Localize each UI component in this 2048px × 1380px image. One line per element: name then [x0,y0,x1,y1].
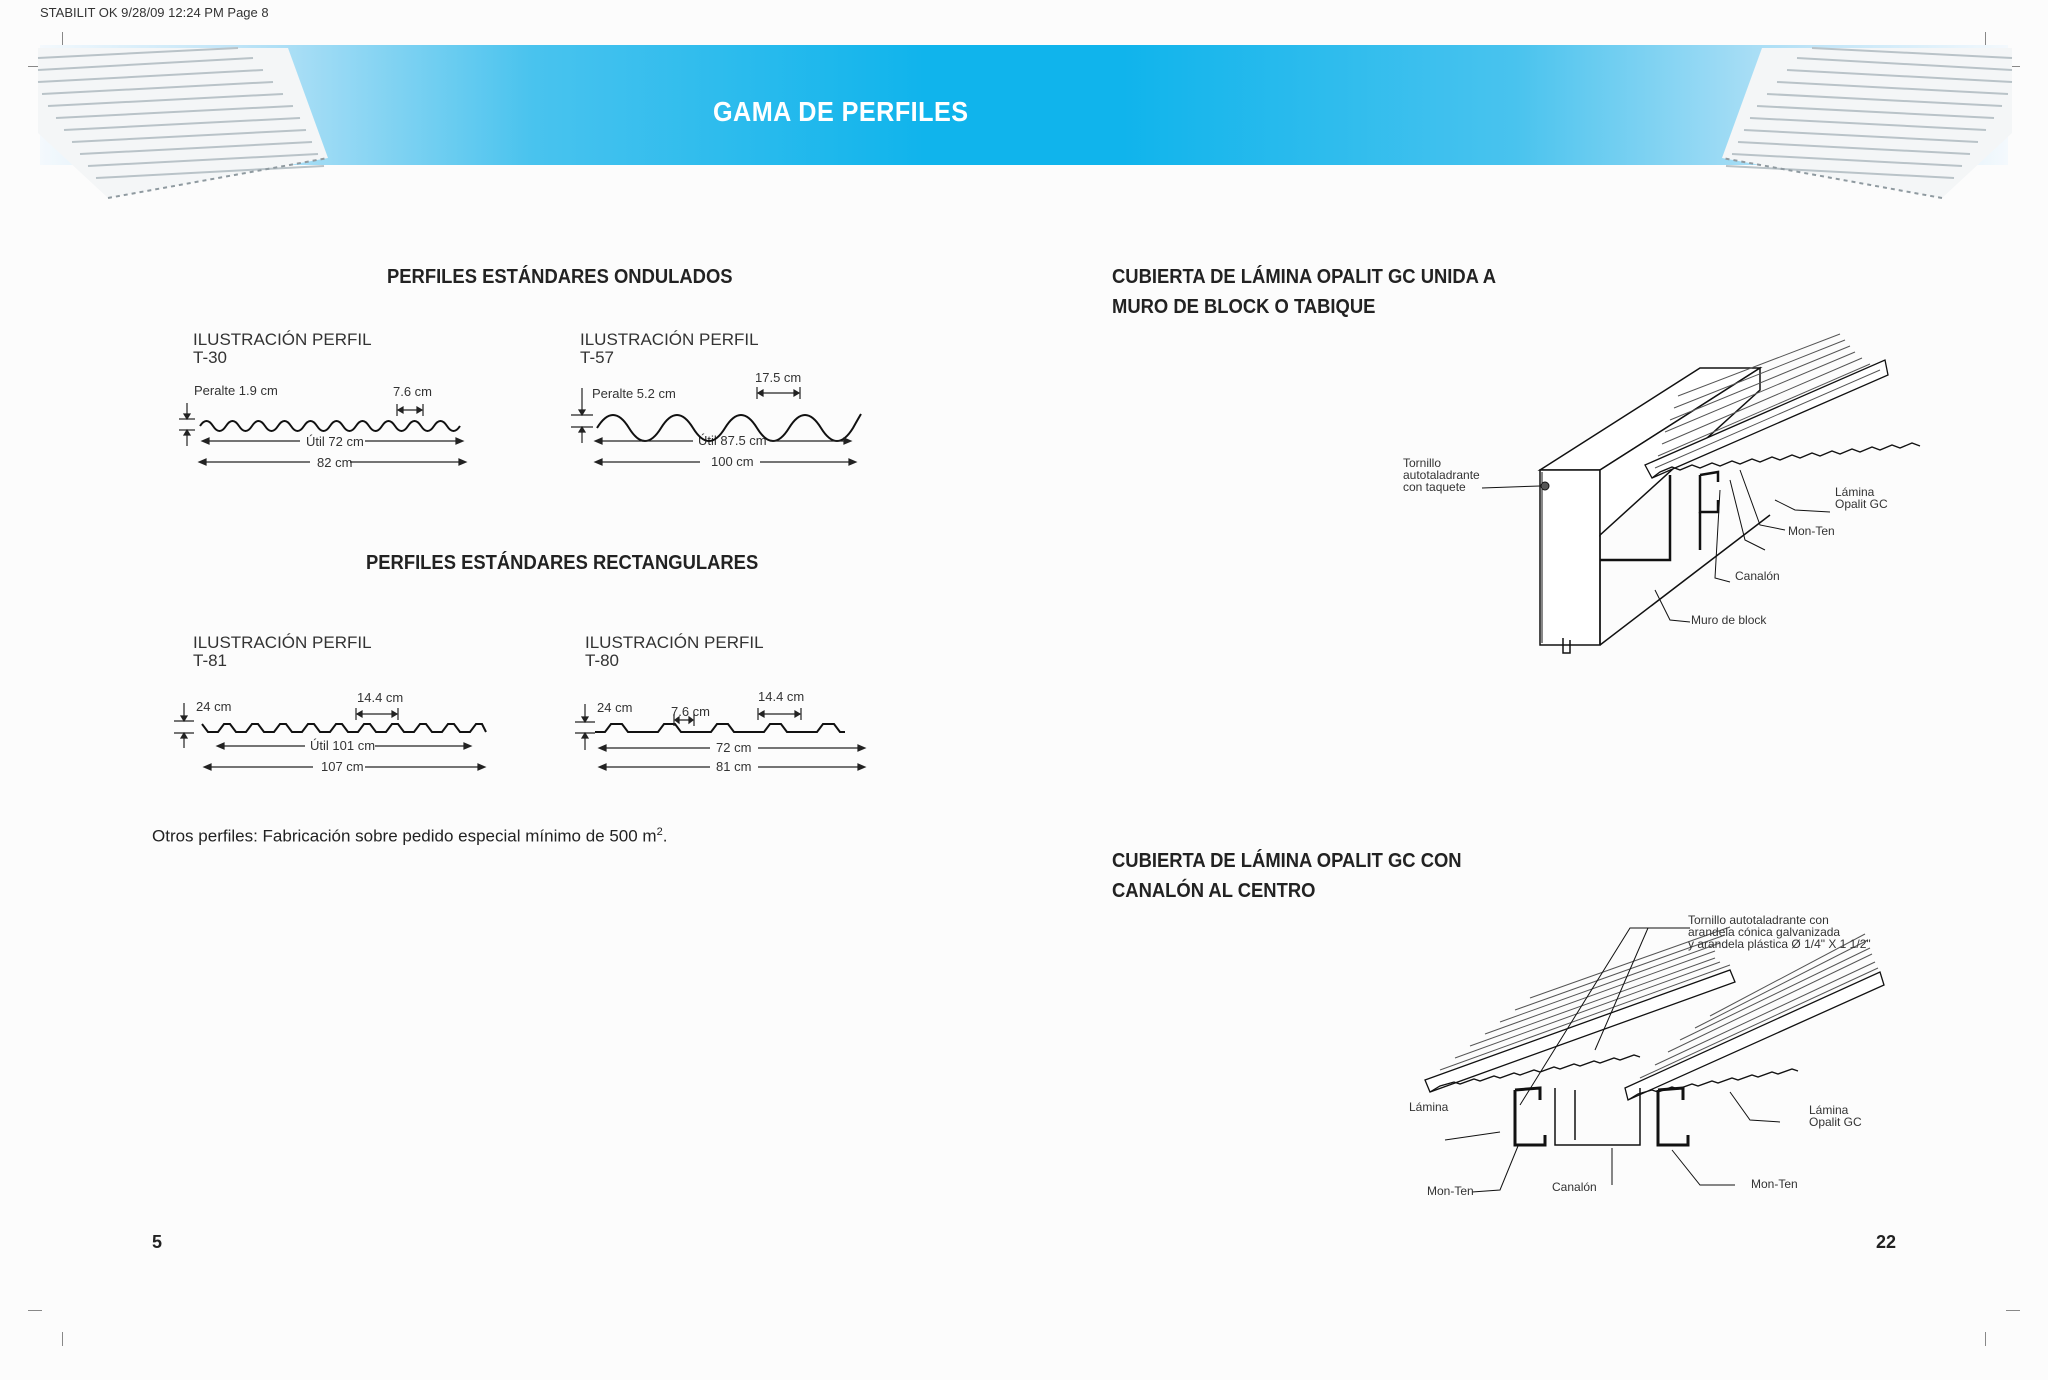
diagram1-heading-line2: MURO DE BLOCK O TABIQUE [1112,296,1376,318]
central-gutter-diagram [1424,926,1885,1193]
t57-title: ILUSTRACIÓN PERFIL [580,330,759,349]
label-lamina-1: Lámina Opalit GC [1835,485,1888,511]
page-number-right: 22 [1876,1232,1897,1252]
block-wall-diagram [1481,333,1921,654]
crop-mark [62,1332,63,1346]
label-tornillo-1: Tornillo autotaladrante con taquete [1403,456,1480,494]
crop-mark [2006,1310,2020,1311]
footnote: Otros perfiles: Fabricación sobre pedido… [152,826,667,847]
label-monten-1: Mon-Ten [1788,524,1835,538]
diagram1-heading-line1: CUBIERTA DE LÁMINA OPALIT GC UNIDA A [1112,266,1496,288]
print-slug: STABILIT OK 9/28/09 12:24 PM Page 8 [40,5,269,20]
t30-util-label: Útil 72 cm [306,434,364,449]
t30-pitch-label: 7.6 cm [393,384,433,399]
t81-profile-drawing [174,703,487,771]
crop-mark [62,32,63,46]
t57-peralte-label: Peralte 5.2 cm [592,386,676,401]
t30-code: T-30 [193,348,228,367]
t30-peralte-label: Peralte 1.9 cm [194,383,278,398]
label-muro-1: Muro de block [1691,613,1767,627]
t80-total-label: 81 cm [716,759,752,774]
crop-mark [28,1310,42,1311]
t57-profile-drawing [571,387,862,466]
crop-mark [1985,32,1986,46]
t81-pitch-label: 14.4 cm [357,690,404,705]
t57-total-label: 100 cm [711,454,754,469]
t57-pitch-label: 17.5 cm [755,370,802,385]
footnote-superscript: 2 [656,826,663,838]
t81-height-label: 24 cm [196,699,232,714]
header-banner [40,45,2008,165]
banner-title: GAMA DE PERFILES [713,96,969,127]
t81-code: T-81 [193,651,228,670]
t80-code: T-80 [585,651,620,670]
heading-ondulados: PERFILES ESTÁNDARES ONDULADOS [387,266,733,288]
label-lamina-left-2: Lámina [1409,1100,1449,1114]
t80-util-label: 72 cm [716,740,752,755]
t80-profile-drawing [575,704,867,771]
corrugated-sheet-right-image [1721,47,2013,199]
t30-total-label: 82 cm [317,455,353,470]
label-tornillo-2: Tornillo autotaladrante con arandela cón… [1688,913,1871,951]
t80-title: ILUSTRACIÓN PERFIL [585,633,764,652]
diagram2-heading-line2: CANALÓN AL CENTRO [1112,880,1316,902]
t81-title: ILUSTRACIÓN PERFIL [193,633,372,652]
label-canalon-2: Canalón [1552,1180,1597,1194]
crop-mark [2006,66,2020,67]
t80-pitch-label: 14.4 cm [758,689,805,704]
label-monten-right-2: Mon-Ten [1751,1177,1798,1191]
t80-rib-label: 7.6 cm [671,704,711,719]
footnote-end: . [662,826,668,846]
label-canalon-1: Canalón [1735,569,1780,583]
crop-mark [1985,1332,1986,1346]
t57-util-label: Útil 87.5 cm [698,433,767,448]
page-number-left: 5 [152,1232,163,1252]
heading-rectangulares: PERFILES ESTÁNDARES RECTANGULARES [366,552,759,574]
t81-total-label: 107 cm [321,759,364,774]
corrugated-sheet-left-image [37,47,329,199]
t81-util-label: Útil 101 cm [310,738,376,753]
t30-title: ILUSTRACIÓN PERFIL [193,330,372,349]
crop-mark [28,66,42,67]
t80-height-label: 24 cm [597,700,633,715]
label-lamina-right-2: Lámina Opalit GC [1809,1103,1862,1129]
diagram2-heading-line1: CUBIERTA DE LÁMINA OPALIT GC CON [1112,850,1462,872]
t57-code: T-57 [580,348,615,367]
footnote-text: Otros perfiles: Fabricación sobre pedido… [152,826,657,846]
t30-profile-drawing [179,403,468,466]
label-monten-left-2: Mon-Ten [1427,1184,1474,1198]
